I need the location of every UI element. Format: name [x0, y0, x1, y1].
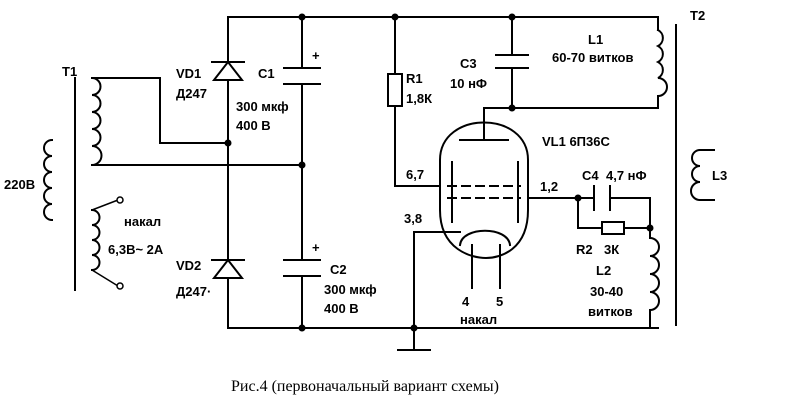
vl1-label: VL1 6П36С [542, 134, 610, 149]
c4-label: C4 [582, 168, 599, 183]
l3-label: L3 [712, 168, 727, 183]
l1-turns: 60-70 витков [552, 50, 633, 65]
tube-filament-label: накал [460, 312, 497, 327]
l2-turns-unit: витков [588, 304, 633, 319]
l2-turns-value: 30-40 [590, 284, 623, 299]
pin-1-2: 1,2 [540, 179, 558, 194]
c1-plus: + [312, 48, 320, 63]
capacitor-c3 [495, 54, 529, 69]
r2-value: 3К [604, 242, 619, 257]
diode-vd2 [211, 258, 245, 279]
vd2-part: Д247· [176, 284, 211, 299]
pin-5: 5 [496, 294, 503, 309]
c2-plus: + [312, 240, 320, 255]
polarity-marks: + + [312, 48, 320, 255]
junction-dots [224, 13, 654, 332]
c3-label: C3 [460, 56, 477, 71]
figure-caption: Рис.4 (первоначальный вариант схемы) [231, 378, 499, 395]
c4-value: 4,7 нФ [606, 168, 647, 183]
vd1-part: Д247 [176, 86, 207, 101]
filament-title: накал [124, 214, 161, 229]
capacitor-c1 [283, 67, 321, 85]
pin-4: 4 [462, 294, 470, 309]
t2-label: T2 [690, 8, 705, 23]
t1-label: T1 [62, 64, 77, 79]
mains-label: 220В [4, 177, 35, 192]
c2-value-voltage: 400 В [324, 301, 359, 316]
capacitor-c4 [593, 185, 611, 211]
pin-6-7: 6,7 [406, 167, 424, 182]
diode-vd1 [211, 60, 245, 81]
c3-value: 10 нФ [450, 76, 487, 91]
c1-label: C1 [258, 66, 275, 81]
coil-l3 [690, 148, 715, 202]
vd2-label: VD2 [176, 258, 201, 273]
coil-l2 [648, 236, 660, 312]
l1-label: L1 [588, 32, 603, 47]
c1-value-voltage: 400 В [236, 118, 271, 133]
c1-value-capacitance: 300 мкф [236, 99, 289, 114]
filament-spec: 6,3В~ 2А [108, 242, 164, 257]
resistor-r2 [601, 221, 625, 235]
r1-value: 1,8К [406, 91, 432, 106]
resistor-r1 [387, 73, 403, 107]
c2-label: C2 [330, 262, 347, 277]
r2-label: R2 [576, 242, 593, 257]
l2-label: L2 [596, 263, 611, 278]
c2-value-capacitance: 300 мкф [324, 282, 377, 297]
tube-vl1 [439, 121, 529, 260]
labels: T1 220В VD1 Д247 C1 300 мкф 400 В накал … [4, 8, 727, 327]
vd1-label: VD1 [176, 66, 201, 81]
coil-l1 [655, 28, 668, 98]
r1-label: R1 [406, 71, 423, 86]
pin-3-8: 3,8 [404, 211, 422, 226]
capacitor-c2 [283, 259, 321, 277]
transformer-t1 [43, 76, 124, 291]
